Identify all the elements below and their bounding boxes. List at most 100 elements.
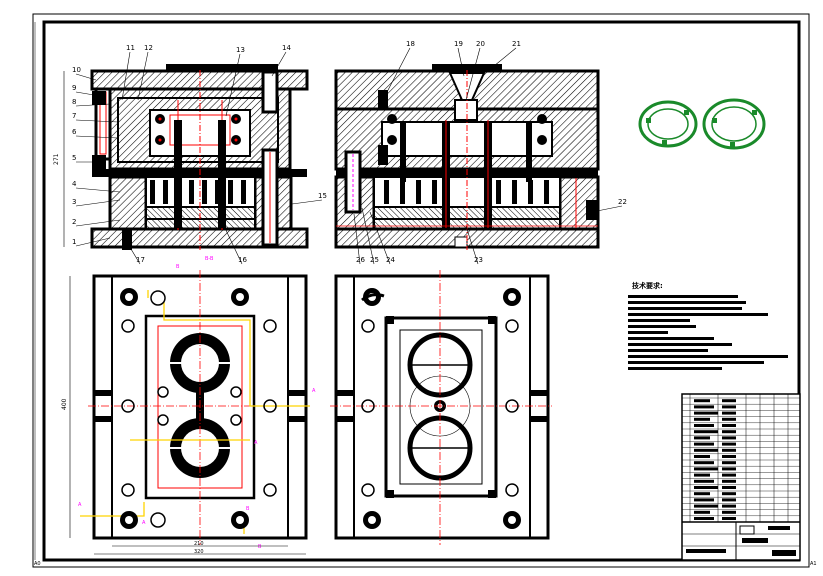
- section-view-left: 271: [53, 64, 309, 250]
- parts-row-entry: [722, 498, 736, 502]
- callout-leader: [75, 199, 121, 207]
- svg-text:B-B: B-B: [205, 256, 214, 262]
- parts-row-entry: [722, 517, 736, 520]
- dimension-plan-width-inner: 210: [194, 541, 204, 547]
- parts-row-entry: [722, 486, 736, 489]
- dimension-plan-width-outer: 320: [194, 549, 204, 555]
- parts-row-entry: [694, 455, 710, 458]
- svg-text:A: A: [78, 502, 82, 508]
- callout-leader: [291, 199, 323, 205]
- parts-row-entry: [694, 399, 710, 403]
- parts-row-entry: [722, 424, 736, 427]
- callout-number: 15: [318, 192, 327, 200]
- callout-leader: [353, 213, 361, 265]
- callout-number: 16: [238, 256, 247, 264]
- parts-row-entry: [722, 504, 736, 508]
- parts-row-entry: [722, 405, 736, 409]
- plan-view-right: [330, 270, 552, 545]
- callout-number: 21: [512, 40, 521, 48]
- callout-number: 19: [454, 40, 463, 48]
- parts-row-entry: [722, 430, 736, 434]
- sheet-outer-border: [32, 13, 810, 568]
- parts-row-entry: [722, 510, 736, 514]
- callout-leader: [225, 53, 241, 117]
- callout-number: 25: [370, 256, 379, 264]
- parts-row-entry: [694, 436, 710, 440]
- parts-row-entry: [722, 399, 736, 403]
- callout-number: 22: [618, 198, 627, 206]
- dimension-left-height: 271: [53, 153, 60, 165]
- callout-leader: [385, 47, 411, 95]
- callout-number: 8: [72, 98, 76, 106]
- parts-row-entry: [722, 492, 736, 496]
- callout-leader: [223, 225, 243, 265]
- callout-leader: [591, 205, 623, 213]
- parts-row-entry: [694, 411, 718, 415]
- svg-text:B: B: [176, 264, 180, 270]
- parts-row-entry: [694, 479, 714, 483]
- parts-row-entry: [694, 461, 714, 465]
- callout-number: 10: [72, 66, 81, 74]
- corner-label-left: A0: [34, 561, 41, 567]
- plan-view-left: BB-B AA AB AB 400 210 320: [61, 256, 316, 555]
- callout-leader: [75, 119, 119, 123]
- parts-row-entry: [694, 417, 710, 421]
- notes-heading: 技术要求:: [632, 281, 663, 290]
- parts-row-entry: [694, 510, 710, 514]
- parts-row-entry: [694, 442, 714, 446]
- section-view-right: [334, 64, 600, 250]
- callout-leader: [75, 219, 121, 227]
- svg-text:A: A: [142, 520, 146, 526]
- svg-text:A: A: [312, 388, 316, 394]
- callout-number: 26: [356, 256, 365, 264]
- title-block: [681, 393, 801, 561]
- parts-row-entry: [722, 461, 736, 465]
- parts-row-entry: [694, 405, 714, 409]
- callout-leader: [75, 135, 119, 139]
- parts-row-entry: [694, 498, 714, 502]
- callout-number: 14: [282, 44, 291, 52]
- callout-leader: [75, 187, 121, 193]
- parts-row-entry: [694, 424, 714, 427]
- parts-row-entry: [694, 492, 710, 496]
- callout-number: 5: [72, 154, 76, 162]
- part-preview-3d: [638, 98, 766, 150]
- parts-row-entry: [694, 504, 718, 508]
- callout-leader: [369, 211, 391, 265]
- callout-number: 9: [72, 84, 76, 92]
- parts-row-entry: [694, 430, 718, 434]
- callout-leader: [493, 47, 517, 67]
- callout-number: 7: [72, 112, 76, 120]
- callout-leader: [127, 243, 141, 265]
- callout-leader: [465, 225, 479, 265]
- parts-row-entry: [722, 479, 736, 483]
- callout-number: 24: [386, 256, 395, 264]
- callout-leader: [75, 103, 111, 107]
- callout-leader: [75, 91, 101, 97]
- svg-text:B: B: [246, 506, 250, 512]
- parts-row-entry: [722, 436, 736, 440]
- callout-number: 20: [476, 40, 485, 48]
- dimension-plan-height: 400: [61, 398, 68, 410]
- parts-row-entry: [722, 417, 736, 421]
- callout-leader: [465, 47, 481, 101]
- technical-notes: 技术要求:: [628, 281, 788, 370]
- parts-row-entry: [722, 442, 736, 446]
- callout-number: 3: [72, 198, 76, 206]
- callout-leader: [137, 51, 149, 101]
- parts-row-entry: [694, 473, 710, 477]
- sheet-inner-border: [42, 20, 801, 562]
- svg-text:A: A: [254, 440, 258, 446]
- callout-leader: [271, 51, 287, 77]
- callout-number: 23: [474, 256, 483, 264]
- parts-row-entry: [694, 486, 718, 489]
- callout-number: 4: [72, 180, 77, 188]
- callout-number: 2: [72, 218, 76, 226]
- callout-number: 6: [72, 128, 77, 136]
- corner-label-right: A1: [810, 561, 817, 567]
- parts-row-entry: [722, 473, 736, 477]
- parts-row-entry: [694, 517, 714, 520]
- callout-number: 12: [144, 44, 153, 52]
- callout-leader: [121, 51, 131, 101]
